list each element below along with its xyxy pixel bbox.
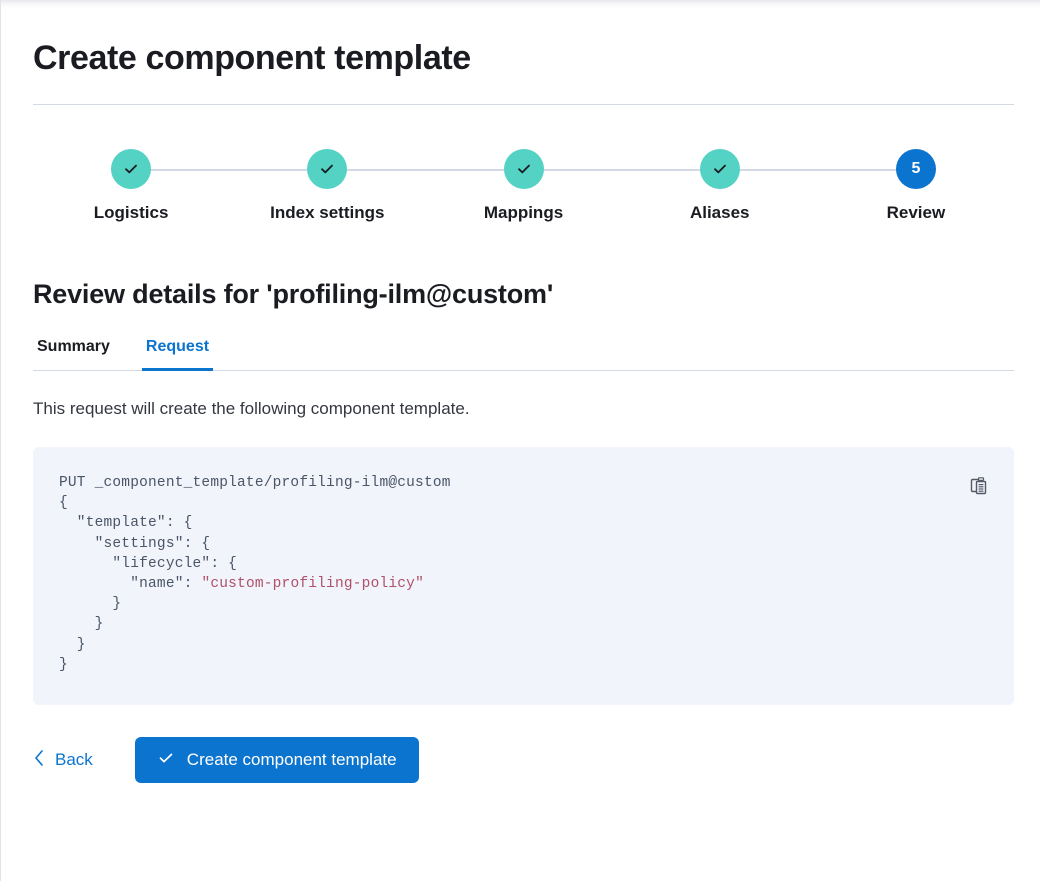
check-icon <box>503 149 544 189</box>
stepper-step-index-settings[interactable]: Index settings <box>229 149 524 223</box>
code-line: PUT _component_template/profiling-ilm@cu… <box>59 475 451 491</box>
code-line: } <box>59 596 122 613</box>
stepper-step-label: Review <box>886 203 946 222</box>
code-string-value: "custom-profiling-policy" <box>201 576 424 593</box>
code-line: { <box>59 495 68 512</box>
back-button[interactable]: Back <box>33 749 93 772</box>
stepper-step-mappings[interactable]: Mappings <box>425 149 720 223</box>
check-icon <box>699 149 740 189</box>
code-line: } <box>59 656 68 673</box>
tab-request[interactable]: Request <box>141 338 214 371</box>
stepper-step-label: Mappings <box>483 203 564 222</box>
stepper-connector <box>131 169 328 171</box>
check-icon <box>157 749 175 772</box>
stepper-connector <box>719 169 916 171</box>
page-content: Create component template Logistics Index… <box>33 0 1015 784</box>
stepper-step-label: Logistics <box>93 203 169 222</box>
stepper-step-label: Aliases <box>689 203 750 222</box>
tab-summary[interactable]: Summary <box>33 338 114 371</box>
code-line: "lifecycle": { <box>59 555 238 572</box>
stepper-step-logistics[interactable]: Logistics <box>33 149 328 223</box>
back-button-label: Back <box>55 750 93 770</box>
stepper-step-label: Index settings <box>270 203 385 222</box>
check-icon <box>307 149 348 189</box>
chevron-left-icon <box>33 749 45 772</box>
code-line: } <box>59 616 104 633</box>
request-code-panel: PUT _component_template/profiling-ilm@cu… <box>33 447 1014 706</box>
wizard-actions: Back Create component template <box>33 737 1015 784</box>
request-description: This request will create the following c… <box>33 399 470 418</box>
create-component-template-button[interactable]: Create component template <box>134 737 419 784</box>
review-heading: Review details for 'profiling-ilm@custom… <box>33 279 554 309</box>
code-line: "template": { <box>59 515 193 532</box>
review-tabs: Summary Request <box>33 338 1014 371</box>
code-line: "name": "custom-profiling-policy" <box>59 576 424 593</box>
stepper-step-aliases[interactable]: Aliases <box>622 149 916 223</box>
copy-icon[interactable] <box>964 471 994 501</box>
header-divider <box>33 104 1014 105</box>
code-line: "settings": { <box>59 535 211 552</box>
code-line: } <box>59 636 86 653</box>
check-icon <box>111 149 152 189</box>
stepper-marker-number: 5 <box>895 149 936 189</box>
request-code: PUT _component_template/profiling-ilm@cu… <box>59 473 990 675</box>
stepper-connector <box>523 169 720 171</box>
page-title: Create component template <box>33 39 471 77</box>
create-component-template-label: Create component template <box>186 750 397 770</box>
stepper-connector <box>327 169 524 171</box>
